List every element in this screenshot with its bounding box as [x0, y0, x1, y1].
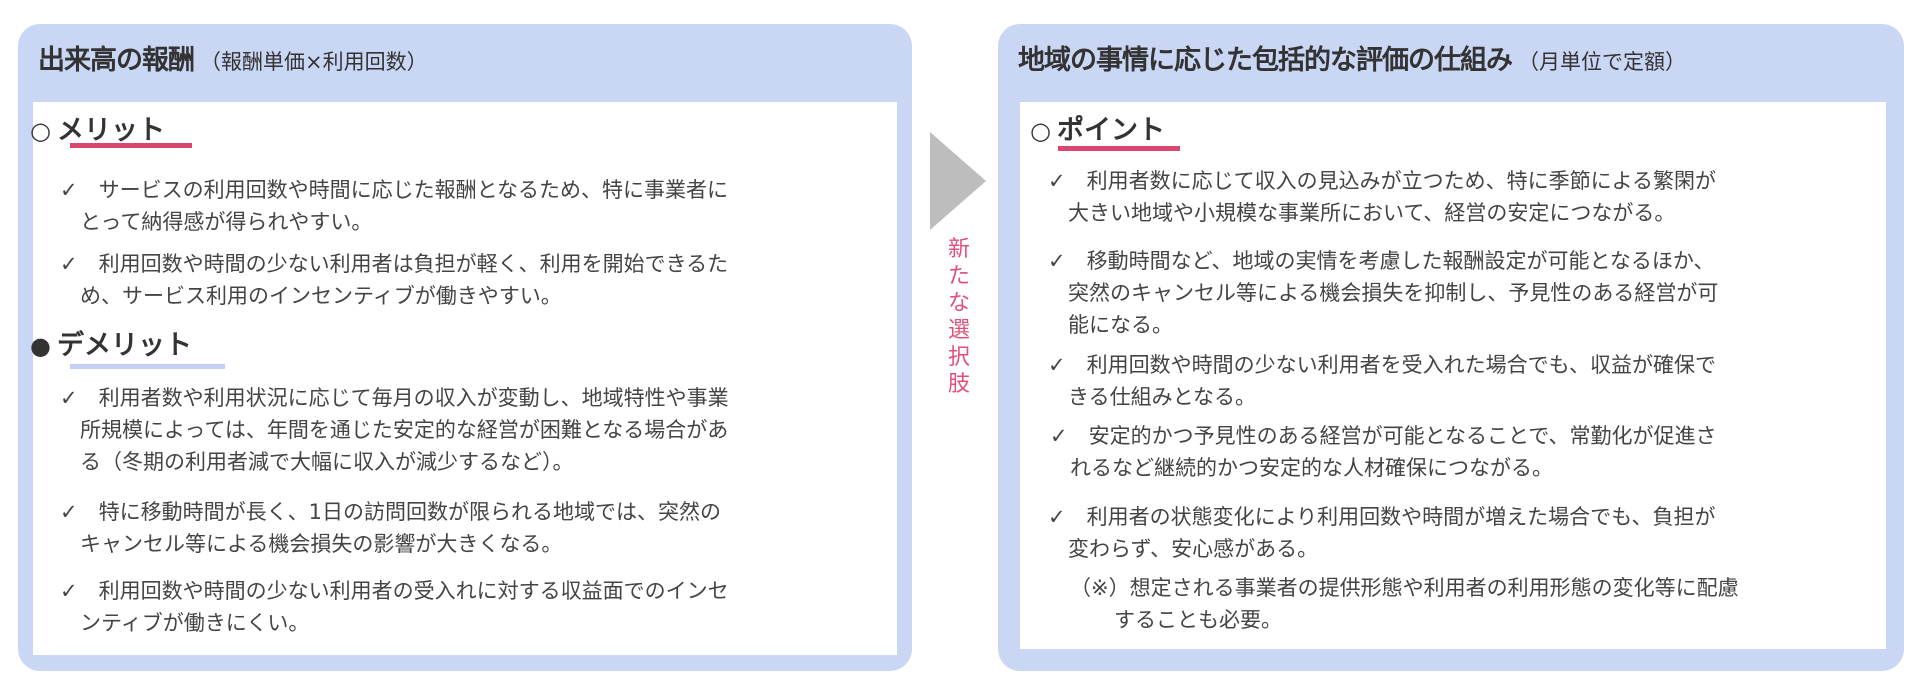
panel-title-main: 出来高の報酬	[38, 45, 195, 76]
comprehensive-evaluation-panel: 地域の事情に応じた包括的な評価の仕組み（月単位で定額）	[998, 24, 1904, 671]
item-text-line: ✓ サービスの利用回数や時間に応じた報酬となるため、特に事業者に	[60, 178, 728, 202]
item-text-line: ✓ 利用回数や時間の少ない利用者の受入れに対する収益面でのインセ	[60, 579, 729, 603]
item-text-line: 能になる。	[1068, 313, 1173, 337]
check-list-item: ✓ 利用回数や時間の少ない利用者を受入れた場合でも、収益が確保できる仕組みとなる…	[1048, 349, 1716, 413]
open-circle-icon: ○	[1030, 117, 1051, 145]
check-list-item: ✓ 移動時間など、地域の実情を考慮した報酬設定が可能となるほか、突然のキャンセル…	[1048, 245, 1718, 341]
arrow-label: 新たな選択肢	[947, 237, 970, 397]
demerit-heading: ●デメリット	[30, 323, 192, 362]
panel-content	[1020, 102, 1886, 649]
item-text-line: ✓ 安定的かつ予見性のある経営が可能となることで、常勤化が促進さ	[1050, 424, 1717, 448]
check-list-item: ✓ 特に移動時間が長く、1日の訪問回数が限られる地域では、突然のキャンセル等によ…	[60, 496, 721, 560]
merit-heading-label: メリット	[56, 115, 165, 146]
demerit-underline	[70, 364, 225, 369]
fee-for-service-panel: 出来高の報酬（報酬単価×利用回数）	[18, 24, 912, 671]
merit-underline	[70, 143, 192, 148]
item-text-line: キャンセル等による機会損失の影響が大きくなる。	[80, 532, 563, 556]
check-list-item: ✓ 安定的かつ予見性のある経営が可能となることで、常勤化が促進されるなど継続的か…	[1050, 420, 1717, 484]
item-text-line: ✓ 利用回数や時間の少ない利用者は負担が軽く、利用を開始できるた	[60, 252, 729, 276]
item-text-line: きる仕組みとなる。	[1068, 385, 1256, 409]
item-text-line: ✓ 移動時間など、地域の実情を考慮した報酬設定が可能となるほか、	[1048, 249, 1715, 273]
point-heading: ○ポイント	[1030, 108, 1165, 147]
demerit-heading-label: デメリット	[56, 330, 192, 361]
panel-title: 地域の事情に応じた包括的な評価の仕組み（月単位で定額）	[1018, 38, 1686, 77]
arrow-right-icon	[930, 132, 986, 230]
check-list-item: ✓ 利用者数に応じて収入の見込みが立つため、特に季節による繁閑が大きい地域や小規…	[1048, 165, 1716, 229]
item-text-line: 大きい地域や小規模な事業所において、経営の安定につながる。	[1068, 201, 1676, 225]
check-list-item: ✓ 利用回数や時間の少ない利用者の受入れに対する収益面でのインセンティブが働きに…	[60, 575, 729, 639]
filled-circle-icon: ●	[30, 332, 51, 360]
check-list-item: ✓ サービスの利用回数や時間に応じた報酬となるため、特に事業者にとって納得感が得…	[60, 174, 728, 238]
panel-title-main: 地域の事情に応じた包括的な評価の仕組み	[1018, 45, 1513, 76]
item-text-line: とって納得感が得られやすい。	[80, 210, 373, 234]
check-list-item: ✓ 利用者数や利用状況に応じて毎月の収入が変動し、地域特性や事業所規模によっては…	[60, 382, 729, 478]
panel-title: 出来高の報酬（報酬単価×利用回数）	[38, 38, 428, 77]
point-underline	[1058, 146, 1180, 151]
note-text-line: することも必要。	[1114, 608, 1282, 632]
panel-title-sub: （報酬単価×利用回数）	[200, 50, 428, 74]
item-text-line: れるなど継続的かつ安定的な人材確保につながる。	[1070, 456, 1553, 480]
item-text-line: る（冬期の利用者減で大幅に収入が減少するなど）。	[80, 450, 574, 474]
item-text-line: 変わらず、安心感がある。	[1068, 537, 1319, 561]
merit-heading: ○メリット	[30, 108, 165, 147]
item-text-line: ✓ 利用者数や利用状況に応じて毎月の収入が変動し、地域特性や事業	[60, 386, 729, 410]
item-text-line: 突然のキャンセル等による機会損失を抑制し、予見性のある経営が可	[1068, 281, 1719, 305]
item-text-line: ✓ 利用者の状態変化により利用回数や時間が増えた場合でも、負担が	[1048, 505, 1716, 529]
note: （※）想定される事業者の提供形態や利用者の利用形態の変化等に配慮することも必要。	[1070, 572, 1739, 636]
note-text-line: （※）想定される事業者の提供形態や利用者の利用形態の変化等に配慮	[1070, 576, 1739, 600]
check-list-item: ✓ 利用回数や時間の少ない利用者は負担が軽く、利用を開始できるため、サービス利用…	[60, 248, 728, 312]
panel-title-sub: （月単位で定額）	[1518, 50, 1686, 74]
item-text-line: ✓ 利用回数や時間の少ない利用者を受入れた場合でも、収益が確保で	[1048, 353, 1716, 377]
item-text-line: ✓ 特に移動時間が長く、1日の訪問回数が限られる地域では、突然の	[60, 500, 721, 524]
point-heading-label: ポイント	[1056, 115, 1165, 146]
item-text-line: 所規模によっては、年間を通じた安定的な経営が困難となる場合があ	[80, 418, 729, 442]
open-circle-icon: ○	[30, 117, 51, 145]
item-text-line: め、サービス利用のインセンティブが働きやすい。	[80, 284, 562, 308]
panel-content	[33, 102, 897, 655]
check-list-item: ✓ 利用者の状態変化により利用回数や時間が増えた場合でも、負担が変わらず、安心感…	[1048, 501, 1716, 565]
item-text-line: ✓ 利用者数に応じて収入の見込みが立つため、特に季節による繁閑が	[1048, 169, 1716, 193]
item-text-line: ンティブが働きにくい。	[80, 611, 310, 635]
